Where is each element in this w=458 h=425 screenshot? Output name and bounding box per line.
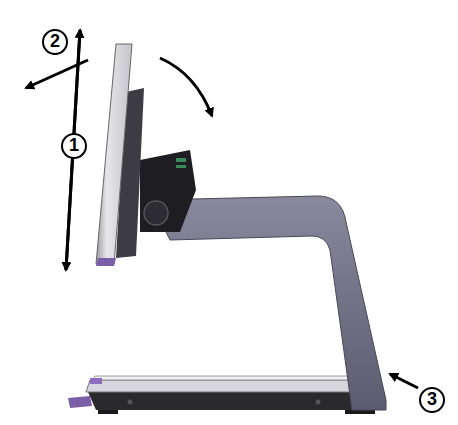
callout-number: 3 [419,387,445,413]
monitor [96,44,144,266]
callout-number: 1 [61,133,87,159]
monitor-mount [140,150,196,232]
motion-arrows [26,30,418,388]
support-arm [150,196,386,410]
xy-table [68,376,385,414]
callout-number: 2 [42,29,68,55]
